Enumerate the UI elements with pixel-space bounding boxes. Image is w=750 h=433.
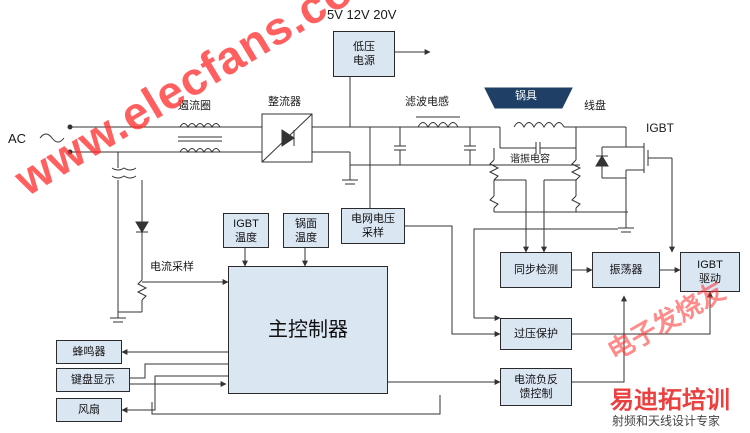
grid-voltage-sampling-block: 电网电压 采样 xyxy=(341,208,405,244)
rectifier-label: 整流器 xyxy=(268,96,301,108)
filter-inductor-label: 滤波电感 xyxy=(405,96,449,108)
overvoltage-protection-block: 过压保护 xyxy=(500,318,572,350)
sync-detect-block: 同步检测 xyxy=(500,252,572,288)
ac-label: AC xyxy=(8,131,27,146)
watermark-corner-sub: 射频和天线设计专家 xyxy=(612,414,721,428)
fan-block: 风扇 xyxy=(56,398,122,422)
oscillator-block: 振荡器 xyxy=(592,252,660,288)
keypad-display-block: 键盘显示 xyxy=(56,368,130,392)
pot-label: 锅具 xyxy=(515,90,537,102)
main-controller-block: 主控制器 xyxy=(228,266,388,394)
buzzer-block: 蜂鸣器 xyxy=(56,340,122,364)
igbt-label: IGBT xyxy=(646,121,675,135)
emi-coil-label: 遏流圈 xyxy=(178,100,211,112)
current-sampling-label: 电流采样 xyxy=(150,261,194,273)
coil-label: 线盘 xyxy=(584,100,606,112)
emi-coil-top xyxy=(179,123,221,129)
heating-coil xyxy=(513,122,565,129)
emi-coil-bottom xyxy=(179,148,221,154)
current-feedback-control-block: 电流负反 馈控制 xyxy=(500,368,572,406)
low-voltage-psu-block: 低压 电源 xyxy=(333,31,395,77)
watermark-corner-brand: 易迪拓培训 xyxy=(610,387,730,414)
pot-shape xyxy=(484,87,573,109)
pot-temp-block: 锅面 温度 xyxy=(283,213,329,248)
resonant-cap-label: 谐振电容 xyxy=(510,154,550,165)
voltage-rails-label: 5V 12V 20V xyxy=(327,7,397,22)
igbt-temp-block: IGBT 温度 xyxy=(223,213,269,248)
igbt-driver-block: IGBT 驱动 xyxy=(680,252,740,292)
ac-sine-symbol xyxy=(39,133,65,143)
filter-inductor xyxy=(417,122,459,129)
